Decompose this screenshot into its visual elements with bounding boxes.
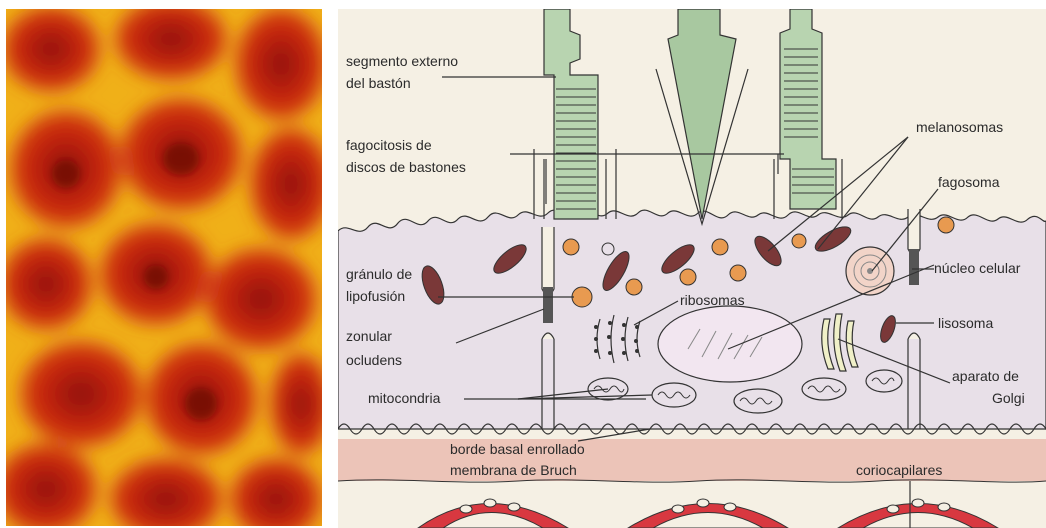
label-melanosomas: melanosomas bbox=[916, 119, 1003, 135]
label-zonular: zonular bbox=[346, 328, 392, 344]
golgi-apparatus bbox=[822, 314, 858, 371]
label-coriocapilares: coriocapilares bbox=[856, 462, 942, 478]
label-granulo: gránulo de bbox=[346, 266, 412, 282]
label-nucleo-celular: núcleo celular bbox=[934, 260, 1021, 276]
label-del-baston: del bastón bbox=[346, 75, 411, 91]
label-ocludens: ocludens bbox=[346, 352, 402, 368]
label-ribosomas: ribosomas bbox=[680, 292, 745, 308]
label-fagosoma: fagosoma bbox=[938, 174, 1000, 190]
label-discos-bastones: discos de bastones bbox=[346, 159, 466, 175]
label-aparato-de: aparato de bbox=[952, 368, 1019, 384]
label-golgi: Golgi bbox=[992, 390, 1025, 406]
label-mitocondria: mitocondria bbox=[368, 390, 441, 406]
label-fagocitosis: fagocitosis de bbox=[346, 137, 432, 153]
label-membrana-bruch: membrana de Bruch bbox=[450, 462, 577, 478]
label-lisosoma: lisosoma bbox=[938, 315, 993, 331]
label-lipofusion: lipofusión bbox=[346, 288, 405, 304]
micrograph-image bbox=[6, 9, 322, 526]
phagosome bbox=[846, 247, 894, 295]
nucleus bbox=[658, 306, 802, 382]
label-segmento-externo: segmento externo bbox=[346, 53, 458, 69]
rpe-diagram-svg: segmento externo del bastón fagocitosis … bbox=[338, 9, 1046, 528]
label-borde-basal: borde basal enrollado bbox=[450, 441, 585, 457]
rpe-diagram: segmento externo del bastón fagocitosis … bbox=[338, 9, 1046, 528]
micrograph-svg bbox=[6, 9, 322, 526]
